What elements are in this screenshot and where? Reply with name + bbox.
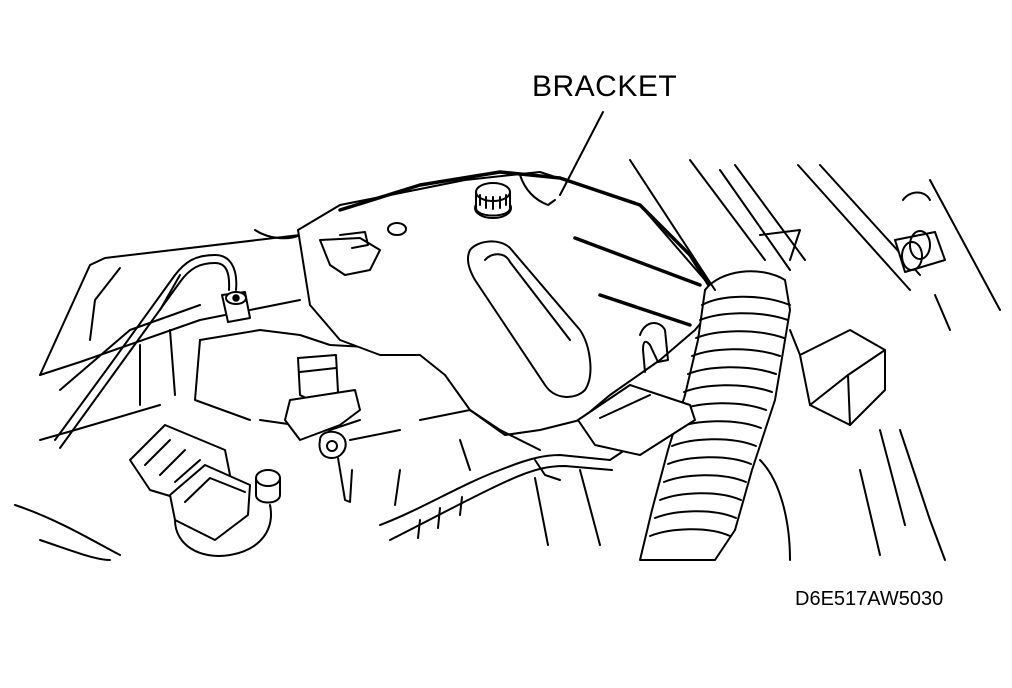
figure-code: D6E517AW5030 [795, 588, 944, 610]
wiring-harness [379, 384, 696, 546]
left-connector [129, 424, 281, 557]
callout-leader [559, 111, 604, 196]
vacuum-pipe [54, 254, 251, 449]
sensor-connector [284, 354, 361, 503]
bracket-plate [297, 170, 721, 436]
lower-engine-lines [349, 409, 541, 506]
bracket-bolt [474, 182, 512, 219]
engine-right-side [629, 159, 1001, 561]
bracket-label: BRACKET [532, 70, 678, 103]
